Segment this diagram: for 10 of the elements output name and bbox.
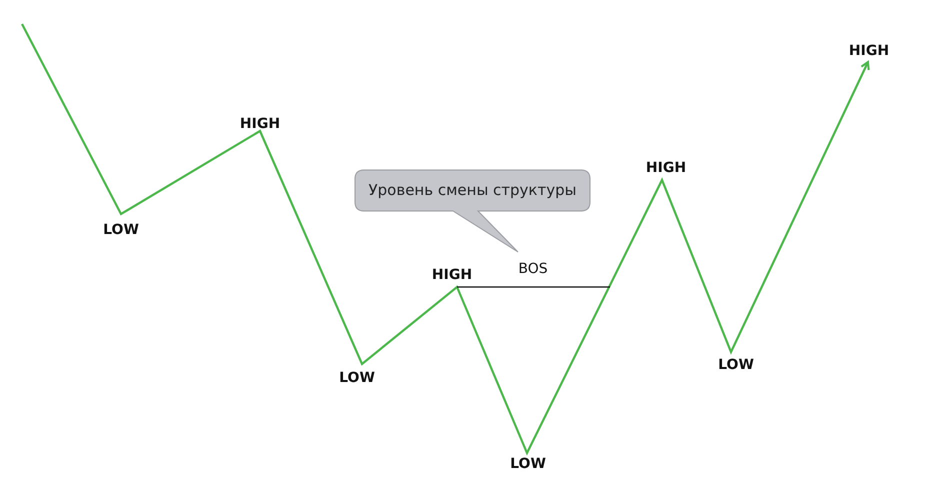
point-label: HIGH: [646, 160, 686, 176]
point-label: HIGH: [848, 43, 890, 59]
bos-label: BOS: [518, 261, 548, 277]
point-label: LOW: [339, 370, 375, 386]
callout-text: Уровень смены структуры: [368, 181, 578, 199]
point-label: HIGH: [240, 116, 280, 132]
point-label: HIGH: [432, 267, 472, 283]
point-label: LOW: [510, 456, 546, 472]
point-label: LOW: [103, 222, 139, 238]
point-label: LOW: [718, 357, 754, 373]
